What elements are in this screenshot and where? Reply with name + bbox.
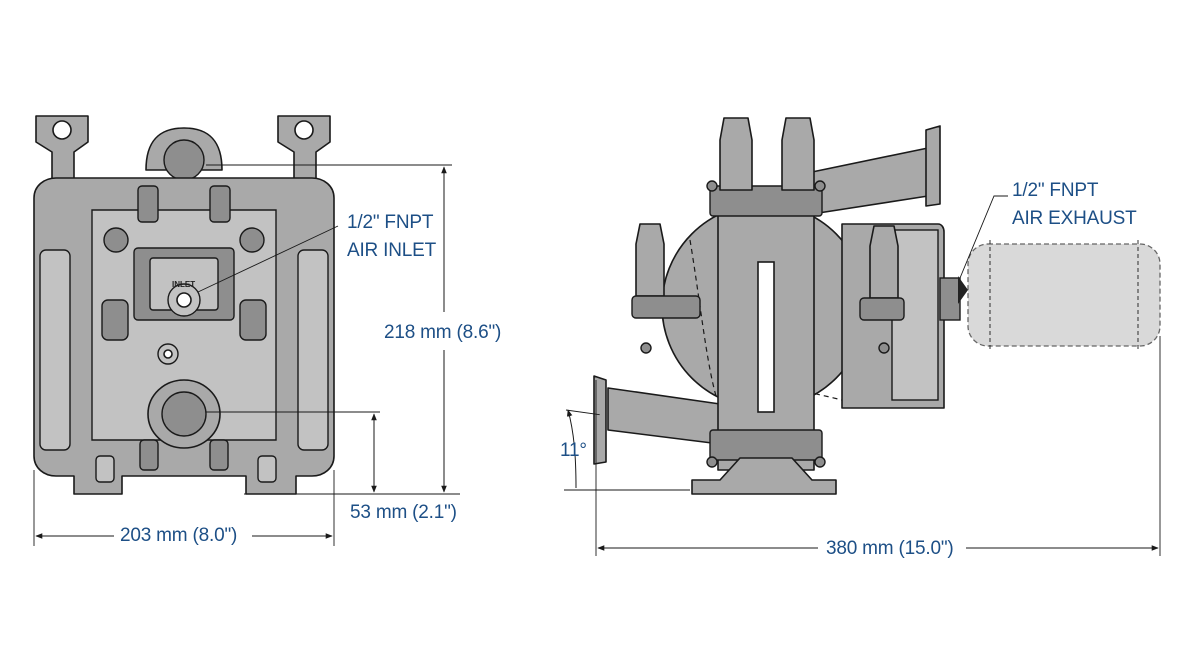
embossed-inlet-text: INLET [172,280,195,289]
angle-dimension-label: 11° [560,440,587,461]
lifting-eye-left [35,115,89,191]
width-dimension-label: 203 mm (8.0") [120,525,238,546]
front-dimensions [33,164,460,546]
side-dimensions [564,336,1161,556]
front-inlet-port [147,379,221,449]
front-outlet-port [145,127,223,181]
front-view: INLET [33,115,339,495]
inlet-height-dimension-label: 53 mm (2.1") [350,502,457,523]
air-exhaust-leader [959,195,1008,279]
height-dimension-label: 218 mm (8.6") [384,322,502,343]
side-base-foot [691,457,837,495]
air-exhaust-muffler [958,240,1161,350]
length-dimension-label: 380 mm (15.0") [826,538,954,559]
side-outlet-pipe [811,125,941,215]
air-exhaust-name-label: AIR EXHAUST [1012,208,1137,229]
air-inlet-leader [197,225,339,293]
side-inlet-pipe [593,375,721,465]
air-inlet-size-label: 1/2" FNPT [347,212,434,233]
side-view [593,117,1161,495]
air-inlet-name-label: AIR INLET [347,240,436,261]
air-exhaust-size-label: 1/2" FNPT [1012,180,1099,201]
